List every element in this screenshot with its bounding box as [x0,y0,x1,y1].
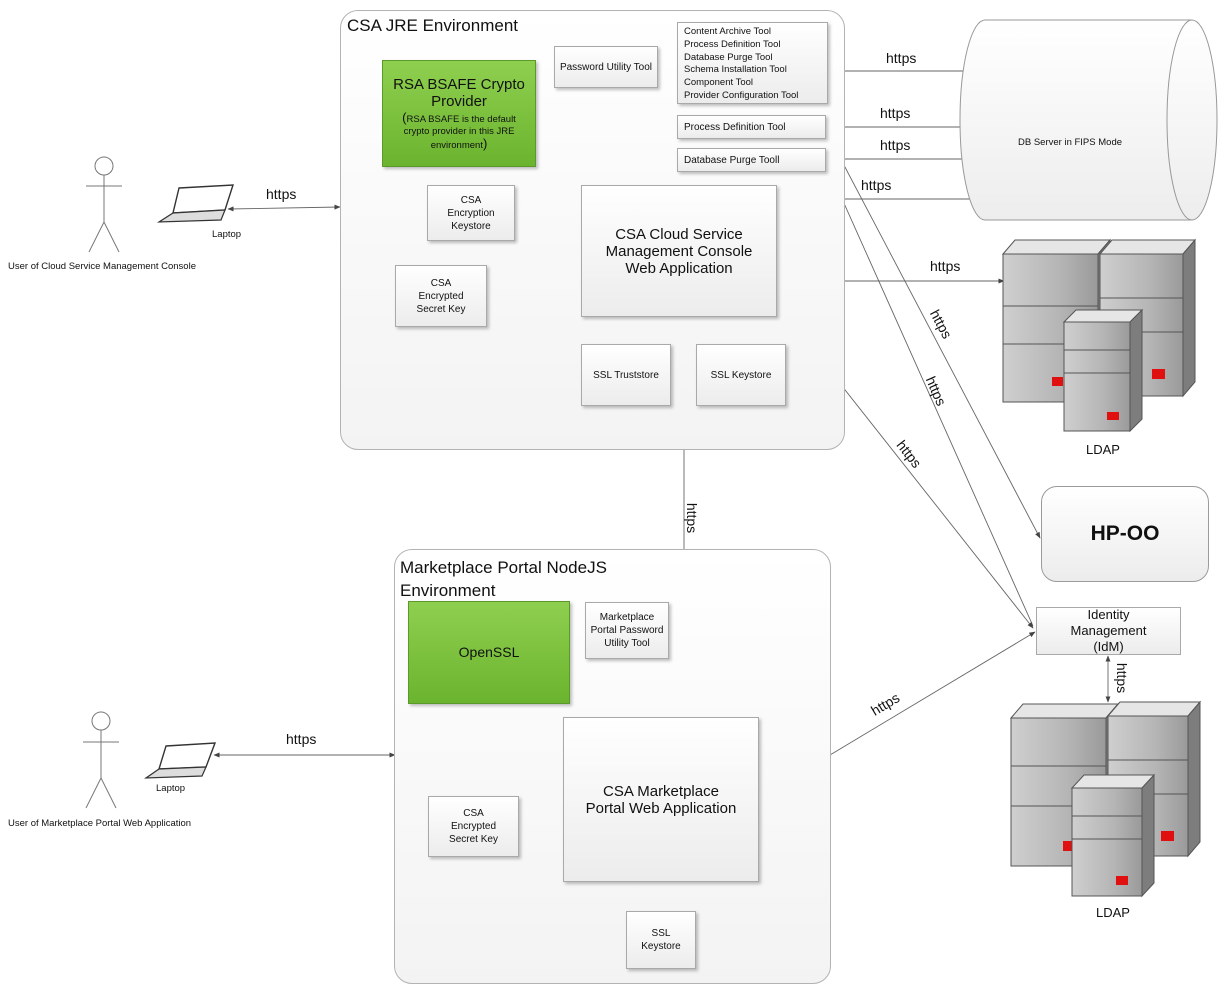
csa-encryption-keystore: CSA Encryption Keystore [427,185,515,241]
https-label: https [880,105,911,121]
tools-list-box: Content Archive Tool Process Definition … [677,22,828,104]
hp-oo-box: HP-OO [1041,486,1209,582]
https-label: https [266,186,297,202]
https-label: https [930,258,961,274]
rsa-note: (RSA BSAFE is the default crypto provide… [402,109,516,151]
tool-component: Component Tool [684,77,754,89]
tool-content-archive: Content Archive Tool [684,26,771,37]
password-utility-tool: Password Utility Tool [554,46,658,88]
csa-env-title: CSA JRE Environment [347,16,519,35]
ssl-truststore: SSL Truststore [581,344,671,406]
https-label: https [1114,662,1131,694]
openssl-label: OpenSSL [458,644,520,660]
ldap-bottom-label: LDAP [1096,905,1130,920]
https-label: https [861,177,892,193]
console-laptop-label: Laptop [212,229,242,240]
openssl-box: OpenSSL [408,601,570,704]
csa-encrypted-secret-key: CSA Encrypted Secret Key [395,265,487,327]
database-purge-tool: Database Purge Tooll [677,148,826,172]
portal-laptop-label: Laptop [156,783,186,794]
tool-schema-installation: Schema Installation Tool [684,64,787,76]
tool-process-definition: Process Definition Tool [684,38,781,50]
link-pdt-hpoo [825,130,1041,539]
https-label: https [286,731,317,747]
csa-cloud-service-management-console: CSA Cloud Service Management Console Web… [581,185,777,317]
marketplace-password-utility: Marketplace Portal Password Utility Tool [585,602,669,659]
rsa-title: RSA BSAFE Crypto Provider [393,75,525,110]
process-definition-tool: Process Definition Tool [677,115,826,139]
ssl-keystore-csa: SSL Keystore [696,344,786,406]
console-user-label: User of Cloud Service Management Console [8,261,196,272]
mp-env-title: Marketplace Portal NodeJS Environment [400,558,607,600]
tool-provider-configuration: Provider Configuration Tool [684,89,799,101]
link-laptop1-csa [227,204,341,212]
csa-marketplace-portal-app: CSA Marketplace Portal Web Application [563,717,759,882]
mp-encrypted-secret-key: CSA Encrypted Secret Key [428,796,519,857]
portal-user-label: User of Marketplace Portal Web Applicati… [8,818,192,829]
tool-database-purge: Database Purge Tool [684,51,773,63]
https-label: https [880,137,911,153]
identity-management-box: Identity Management (IdM) [1036,607,1181,655]
ldap-top-label: LDAP [1086,442,1120,457]
db-server-label: DB Server in FIPS Mode [1018,137,1123,148]
ssl-keystore-mp: SSL Keystore [626,911,696,969]
https-label: https [684,502,701,534]
rsa-bsafe-crypto-provider: RSA BSAFE Crypto Provider (RSA BSAFE is … [382,60,536,167]
https-label: https [886,50,917,66]
